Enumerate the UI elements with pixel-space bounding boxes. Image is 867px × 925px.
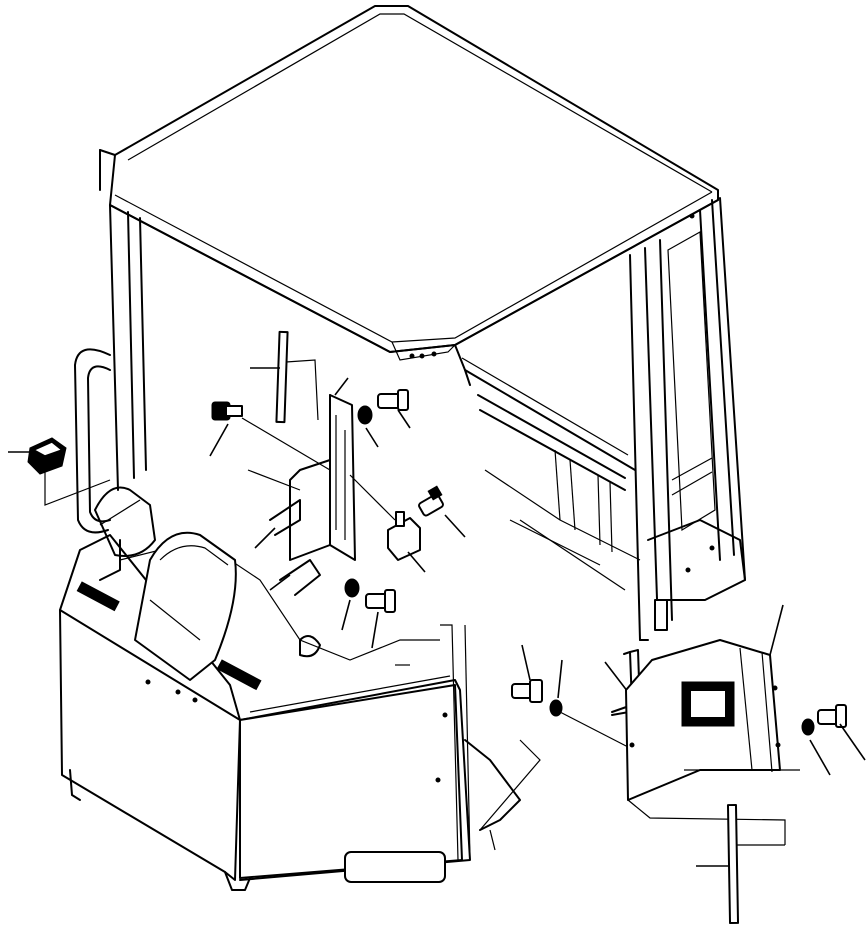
leader-line-bracket-lower — [254, 527, 276, 549]
axis-line-center — [247, 469, 301, 491]
leader-line-bracket-plate — [334, 377, 349, 396]
bolt — [377, 389, 409, 411]
leader-line-strip-mount — [285, 359, 319, 421]
strip-left — [275, 330, 289, 424]
bolt — [211, 401, 243, 421]
washer — [344, 578, 360, 598]
sensor-plug — [418, 485, 444, 517]
leader-line-washer-a — [365, 427, 379, 448]
leader-line-strip-right — [604, 661, 629, 693]
bolt — [365, 589, 396, 613]
leader-line-washer-c — [557, 659, 563, 699]
right-cover-plate — [625, 639, 781, 801]
left-grab-handle — [74, 348, 111, 534]
clip-bracket — [387, 511, 421, 561]
leader-line-sensor — [444, 514, 466, 538]
washer — [801, 718, 815, 736]
leader-line-bracket-foot — [269, 574, 291, 591]
bolt — [817, 704, 847, 728]
leader-line-cover-plate — [769, 604, 784, 656]
left-bracket-plate — [269, 394, 356, 596]
cab-frame — [109, 197, 746, 641]
front-dashboard-console — [59, 534, 541, 891]
steering-column — [94, 486, 156, 581]
leader-line-bolt-a — [209, 423, 229, 457]
leader-line-washer-d — [809, 739, 831, 776]
leader-line-bolt-d — [521, 644, 531, 681]
leader-line-clip — [407, 551, 426, 573]
leader-line-cover-bottom — [627, 799, 786, 845]
leader-line-switch-mount — [44, 470, 111, 506]
leader-line-washer-b — [341, 599, 351, 631]
axis-line-side — [519, 519, 626, 591]
seat — [134, 531, 237, 681]
axis-line-bolt-a — [241, 417, 331, 471]
leader-line-bolt-b — [397, 409, 411, 429]
washer — [357, 405, 373, 425]
leader-line-bolt-c — [371, 611, 379, 649]
washer — [549, 699, 563, 717]
switch — [27, 437, 67, 475]
bolt — [511, 679, 543, 703]
roof-panel — [99, 5, 719, 361]
leader-line-bolt-e — [839, 723, 866, 761]
axis-line-clip — [349, 474, 396, 521]
gasket-strip — [726, 803, 740, 925]
axis-line-right-bolts — [559, 711, 631, 749]
